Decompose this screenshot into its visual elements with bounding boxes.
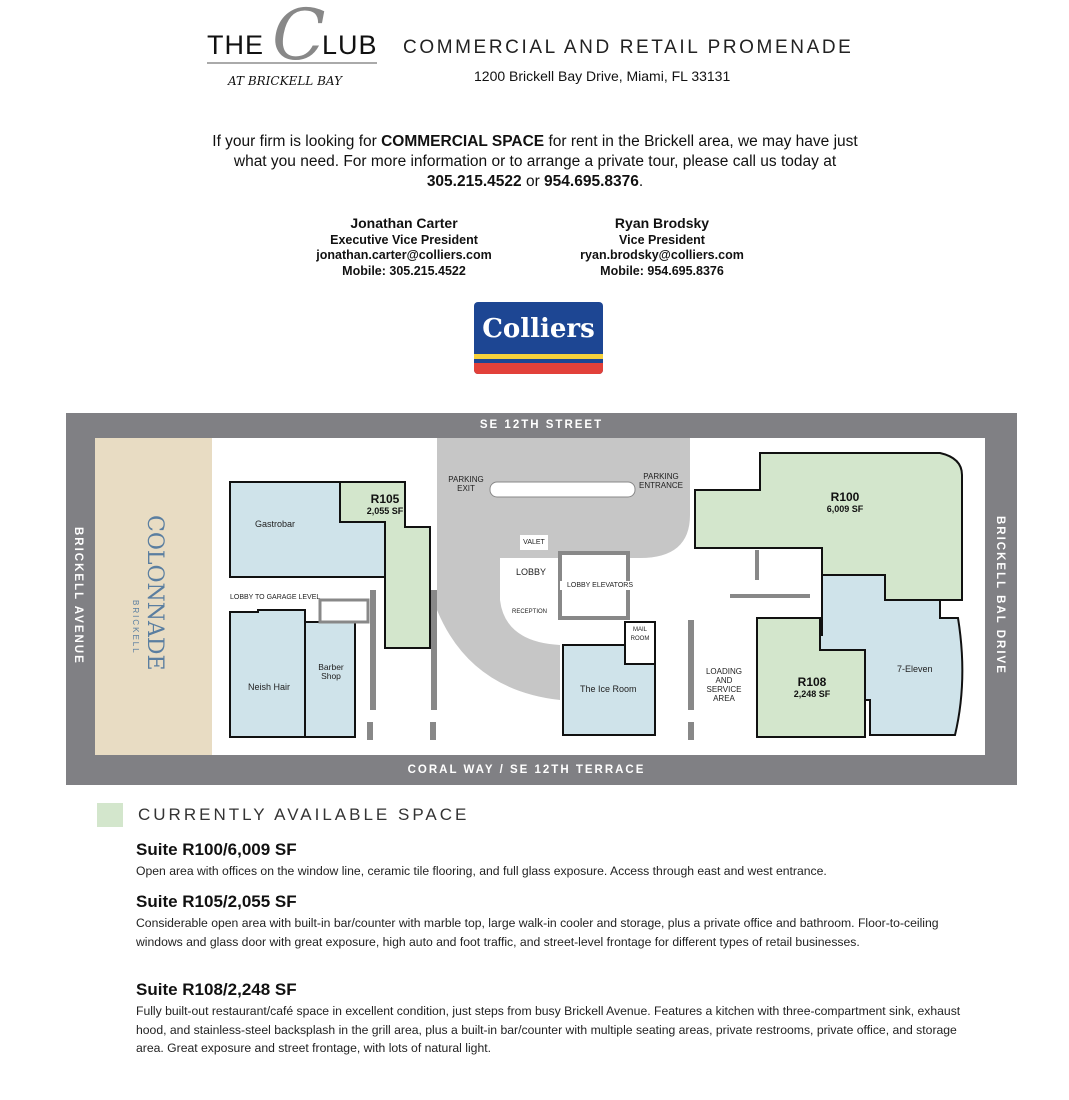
legend-label: CURRENTLY AVAILABLE SPACE <box>138 805 470 824</box>
suite-description: Suite R108/2,248 SF Fully built-out resta… <box>136 980 976 1058</box>
label-lobby: LOBBY <box>516 567 547 577</box>
logo-the: THE <box>207 30 264 60</box>
colonnade-area <box>95 438 212 755</box>
logo-subtitle: AT BRICKELL BAY <box>228 74 342 88</box>
suite-title: Suite R108/2,248 SF <box>136 980 297 999</box>
contact-title: Executive Vice President <box>330 232 478 247</box>
parking-island <box>489 481 636 498</box>
suite-text: Fully built-out restaurant/café space in… <box>136 1004 961 1055</box>
legend-swatch-available <box>97 803 123 827</box>
label-ice-room: The Ice Room <box>580 684 637 694</box>
label-mail-room: MAIL ROOM <box>630 627 650 642</box>
neish-room <box>229 609 306 738</box>
colliers-logo: Colliers <box>474 302 603 374</box>
suite-text: Open area with offices on the window lin… <box>136 864 827 878</box>
contact-title: Vice President <box>619 232 705 247</box>
intro-bold: COMMERCIAL SPACE <box>381 133 545 150</box>
contact-mobile[interactable]: Mobile: 305.215.4522 <box>342 263 466 278</box>
colonnade-label: COLONNADE <box>142 515 167 671</box>
street-south: CORAL WAY / SE 12TH TERRACE <box>407 764 646 776</box>
suite-description: Suite R100/6,009 SF Open area with office… <box>136 840 976 881</box>
logo-club: LUB <box>322 30 378 60</box>
label-loading: LOADING AND SERVICE AREA <box>705 667 742 703</box>
label-gastrobar: Gastrobar <box>255 519 296 529</box>
phone-2[interactable]: 954.695.8376 <box>544 173 639 190</box>
mail-room <box>624 621 656 665</box>
colonnade-sublabel: BRICKELL <box>131 600 140 655</box>
parking-area <box>437 438 690 700</box>
suite-description: Suite R105/2,055 SF Considerable open are… <box>136 892 976 951</box>
intro-text: for rent in the Brickell area, we may ha… <box>233 133 858 170</box>
contact-name: Jonathan Carter <box>350 215 458 231</box>
intro-text: or <box>521 173 545 190</box>
r105-room <box>339 481 431 649</box>
contact-card: Jonathan Carter Executive Vice President… <box>289 215 519 279</box>
label-seven-eleven: 7-Eleven <box>897 664 933 674</box>
r108-room <box>756 617 866 738</box>
page-title: COMMERCIAL AND RETAIL PROMENADE <box>403 37 854 58</box>
label-barber: Barber Shop <box>318 662 344 681</box>
logo-stripe-yellow <box>474 354 603 359</box>
contact-email[interactable]: jonathan.carter@colliers.com <box>316 248 492 262</box>
contact-mobile[interactable]: Mobile: 954.695.8376 <box>600 263 724 278</box>
garage-elevators <box>318 598 370 624</box>
label-parking-exit: PARKING EXIT <box>448 475 484 493</box>
suite-text: Considerable open area with built-in bar… <box>136 916 939 949</box>
intro-text: . <box>638 173 644 190</box>
contact-card: Ryan Brodsky Vice President ryan.brodsky… <box>547 215 777 279</box>
intro-paragraph: If your firm is looking for COMMERCIAL S… <box>200 132 870 192</box>
street-north: SE 12TH STREET <box>479 419 604 431</box>
suite-title: Suite R105/2,055 SF <box>136 892 297 911</box>
label-reception: RECEPTION <box>512 609 548 615</box>
label-parking-entrance: PARKING ENTRANCE <box>638 472 683 490</box>
suite-id: R105 <box>370 492 400 506</box>
suite-sf: 2,055 SF <box>366 506 404 516</box>
address: 1200 Brickell Bay Drive, Miami, FL 33131 <box>474 68 731 84</box>
street-east: BRICKELL BAL DRIVE <box>994 516 1006 675</box>
contact-name: Ryan Brodsky <box>614 215 710 231</box>
logo-divider <box>207 62 377 64</box>
suite-sf: 6,009 SF <box>826 504 864 514</box>
contact-email[interactable]: ryan.brodsky@colliers.com <box>580 248 744 262</box>
intro-text: If your firm is looking for <box>212 133 382 150</box>
suite-id: R108 <box>797 675 827 689</box>
suite-sf: 2,248 SF <box>793 689 831 699</box>
phone-1[interactable]: 305.215.4522 <box>426 173 522 190</box>
label-lobby-elevators: LOBBY ELEVATORS <box>560 581 640 590</box>
label-neish: Neish Hair <box>248 682 291 692</box>
logo-stripe-red <box>474 363 603 374</box>
label-lobby-garage: LOBBY TO GARAGE LEVEL <box>230 594 321 601</box>
label-valet: VALET <box>520 535 548 550</box>
logo-stripe-blue <box>474 359 603 363</box>
street-west: BRICKELL AVENUE <box>72 527 84 665</box>
suite-id: R100 <box>830 490 860 504</box>
colliers-wordmark: Colliers <box>482 314 595 344</box>
suite-title: Suite R100/6,009 SF <box>136 840 297 859</box>
